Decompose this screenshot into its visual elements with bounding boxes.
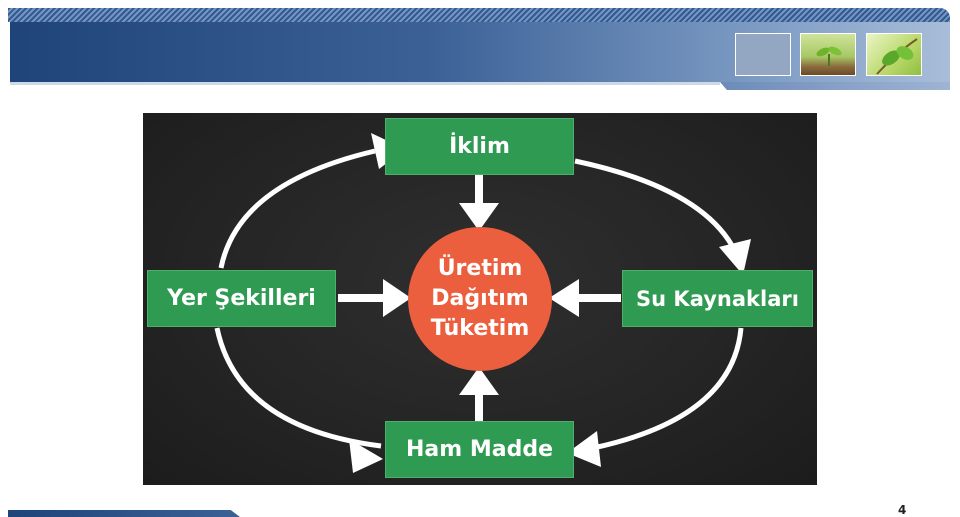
shaft-top xyxy=(475,175,483,205)
blank-thumbnail xyxy=(735,33,791,76)
diagram-arrows xyxy=(214,133,751,473)
center-line-production: Üretim xyxy=(437,256,523,281)
arc-bottom-to-left xyxy=(214,327,382,449)
seedling-thumbnail xyxy=(800,33,856,76)
arc-top-to-right xyxy=(574,158,738,253)
arrowhead-to-bottom xyxy=(567,431,601,467)
arrowhead-top-center xyxy=(459,203,499,231)
center-line-consumption: Tüketim xyxy=(430,316,530,341)
arrowhead-to-right xyxy=(719,239,751,275)
climate-box: İklim xyxy=(385,118,574,175)
header-underline xyxy=(720,82,950,90)
landforms-box: Yer Şekilleri xyxy=(147,270,336,327)
arrowhead-left-center xyxy=(383,279,411,317)
raw-material-box: Ham Madde xyxy=(385,421,574,478)
center-line-distribution: Dağıtım xyxy=(431,286,529,311)
arrowhead-bottom-center xyxy=(459,367,499,395)
shaft-bottom xyxy=(475,393,483,421)
arc-left-to-top xyxy=(218,148,376,269)
page-number: 4 xyxy=(898,503,907,517)
shaft-right xyxy=(575,294,621,302)
header-shadow xyxy=(10,82,720,85)
diagram-panel: İklim Yer Şekilleri Su Kaynakları Ham Ma… xyxy=(143,113,817,485)
leaves-icon xyxy=(876,38,918,75)
header-bar xyxy=(10,22,950,82)
shaft-left xyxy=(338,294,388,302)
arc-right-to-bottom xyxy=(592,327,744,451)
arrowhead-to-left-box xyxy=(349,439,383,473)
arrowhead-right-center xyxy=(549,279,579,317)
leaves-thumbnail xyxy=(866,33,922,76)
center-circle: Üretim Dağıtım Tüketim xyxy=(408,227,552,371)
water-resources-box: Su Kaynakları xyxy=(622,270,813,327)
seedling-icon xyxy=(816,46,842,66)
footer-bar xyxy=(8,510,240,517)
header-stripe xyxy=(8,8,950,22)
